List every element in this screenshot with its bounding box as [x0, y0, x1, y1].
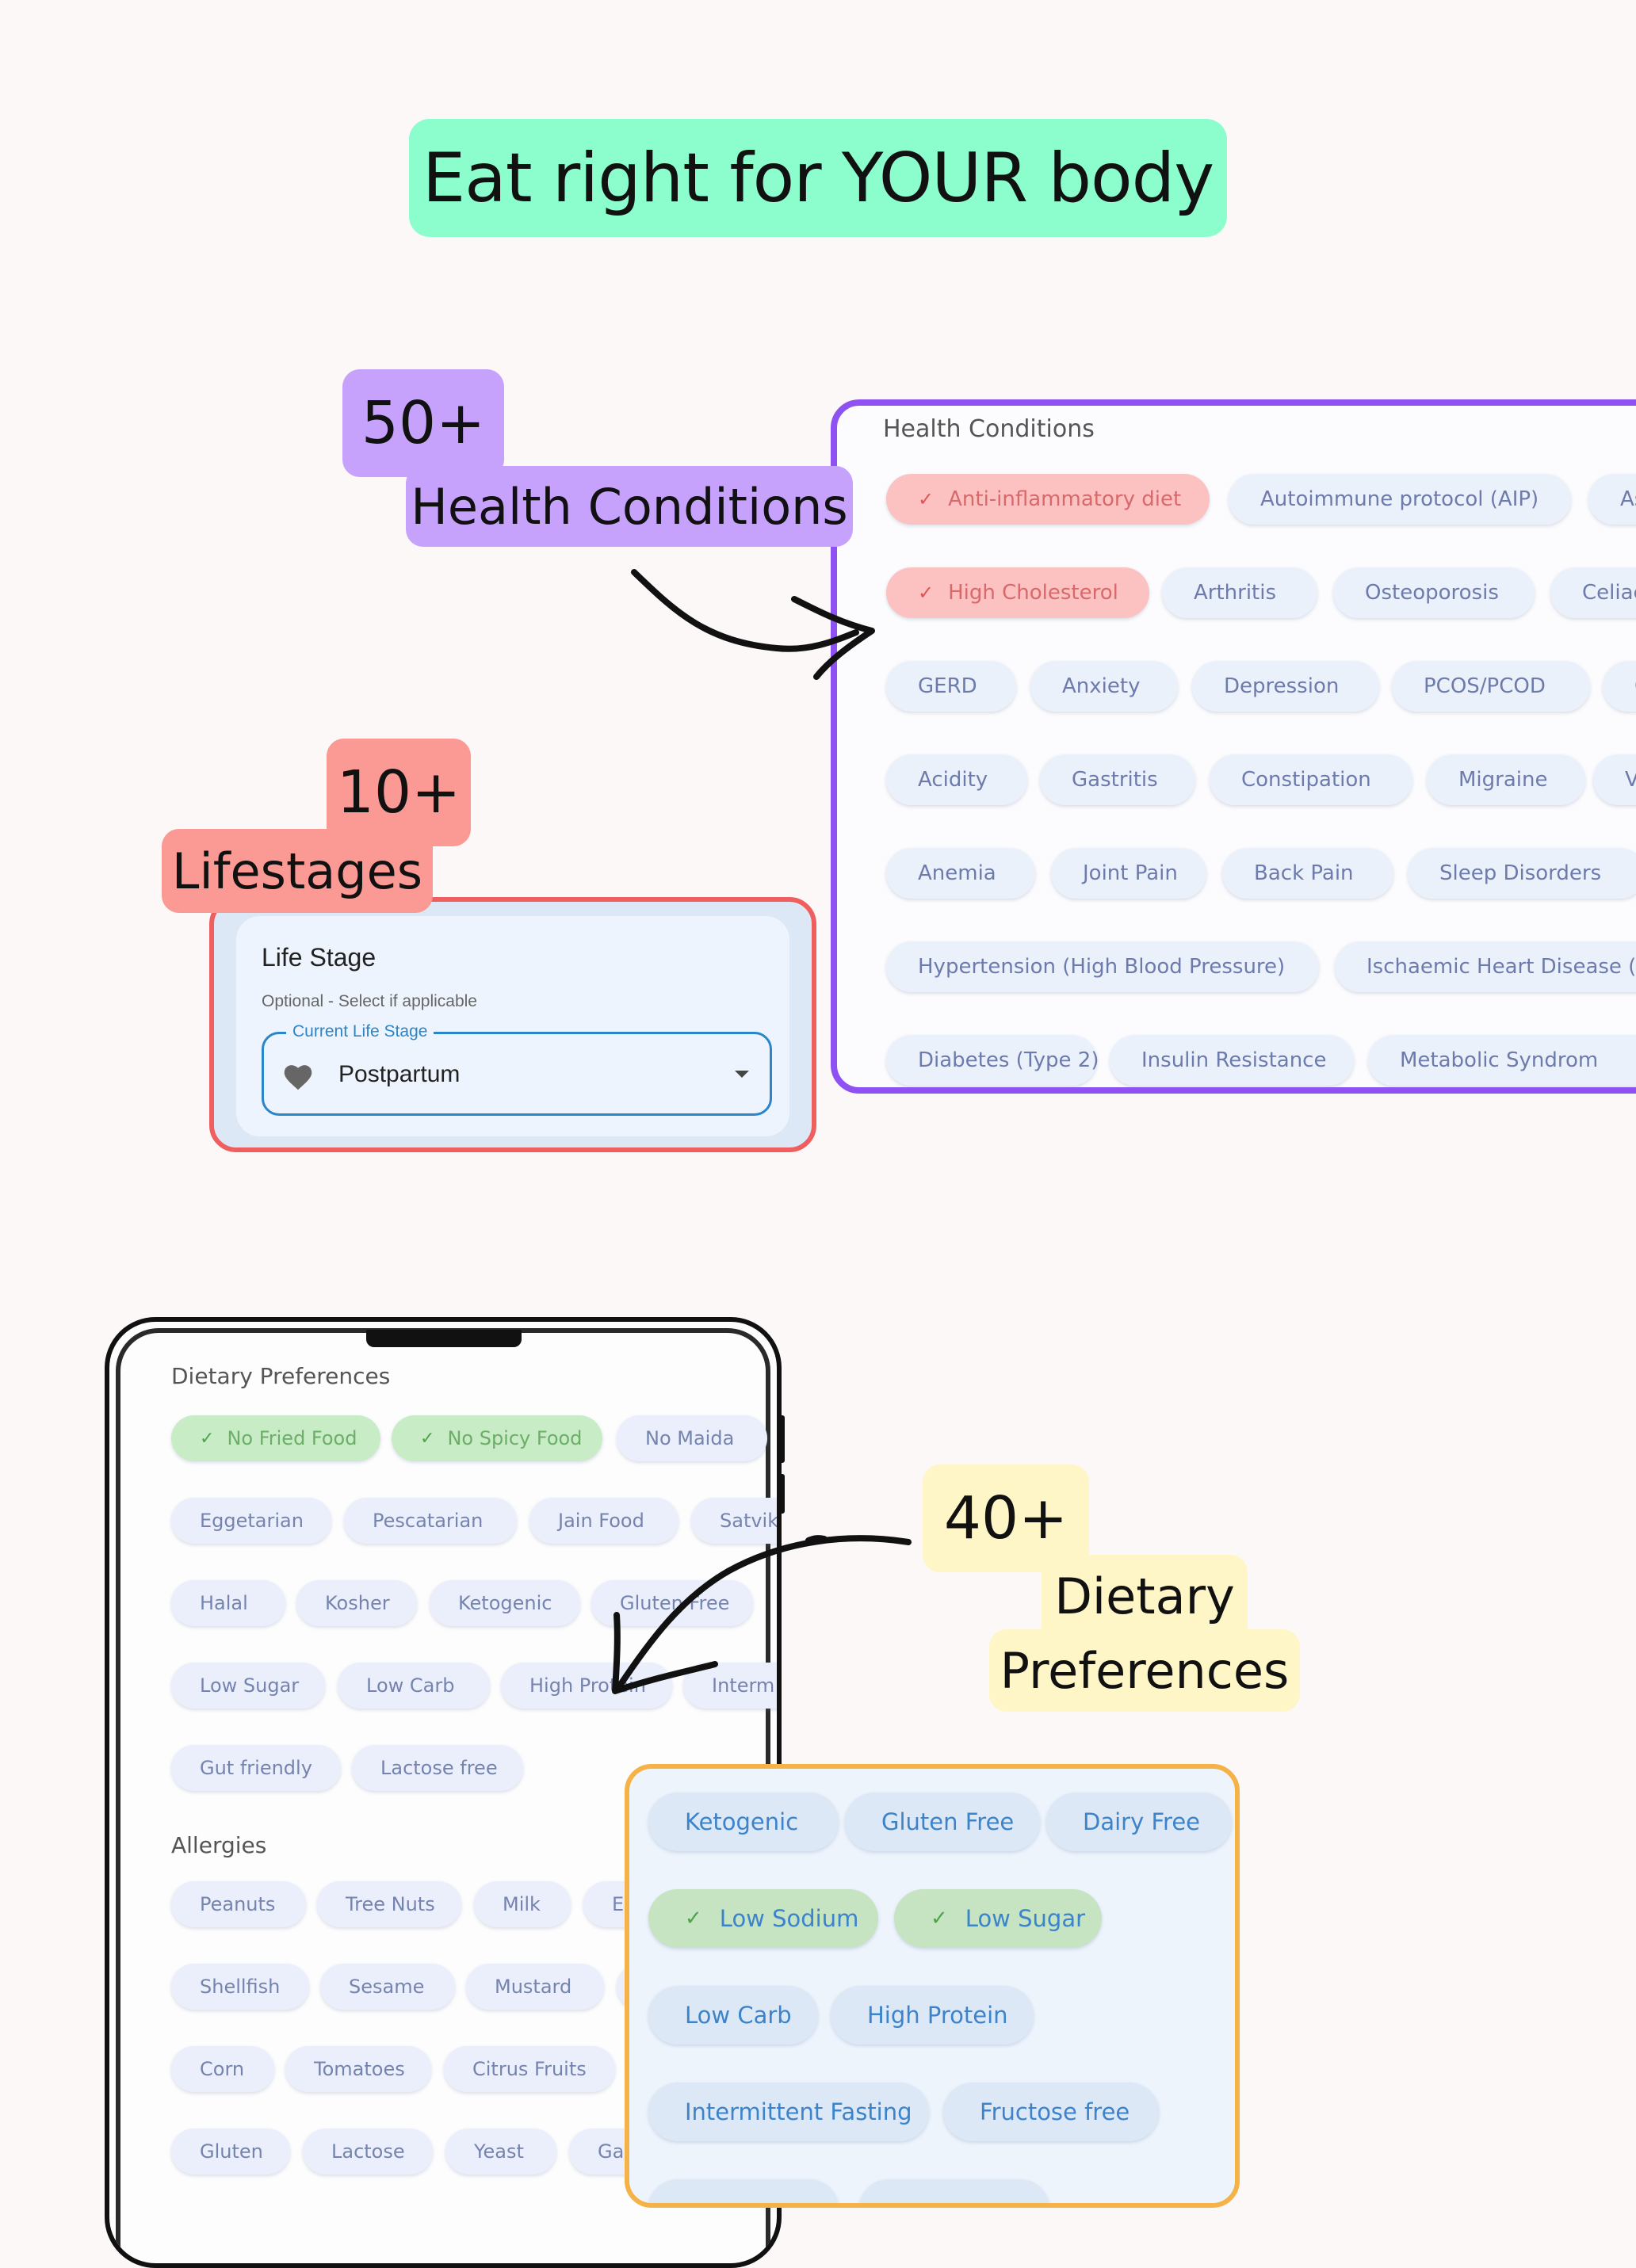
chip-card-partial: [859, 2179, 1049, 2203]
check-icon: ✓: [918, 582, 935, 604]
health-count-label: 50+: [342, 369, 504, 477]
chip-no-spicy-food[interactable]: ✓No Spicy Food: [392, 1415, 602, 1461]
chip-halal[interactable]: Halal: [171, 1580, 285, 1626]
chip-card-fructose-free[interactable]: Fructose free: [943, 2083, 1159, 2141]
heart-icon: [284, 1065, 312, 1090]
page-title: Eat right for YOUR body: [409, 119, 1227, 237]
check-icon: ✓: [685, 1907, 702, 1930]
chip-as[interactable]: As: [1588, 474, 1636, 525]
chip-gluten[interactable]: Gluten: [171, 2129, 290, 2174]
life-stage-title: Life Stage: [262, 943, 377, 972]
chip-depression[interactable]: Depression: [1192, 661, 1379, 712]
life-stage-field-label: Current Life Stage: [286, 1022, 434, 1041]
chip-citrus-fruits[interactable]: Citrus Fruits: [444, 2046, 615, 2092]
chip-satvik[interactable]: Satvik: [691, 1498, 777, 1544]
chip-peanuts[interactable]: Peanuts: [171, 1881, 306, 1927]
chip-lactose[interactable]: Lactose: [303, 2129, 433, 2174]
chip-ketogenic[interactable]: Ketogenic: [430, 1580, 580, 1626]
health-conditions-title: Health Conditions: [883, 415, 1095, 443]
chip-acidity[interactable]: Acidity: [886, 754, 1027, 805]
arrow-to-health-icon: [631, 569, 875, 680]
chip-card-low-carb[interactable]: Low Carb: [648, 1986, 818, 2045]
diet-text-label-1: Dietary: [1042, 1555, 1248, 1637]
chip-card-ketogenic[interactable]: Ketogenic: [648, 1793, 839, 1851]
chip-gerd[interactable]: GERD: [886, 661, 1016, 712]
chip-pcos[interactable]: PCOS/PCOD: [1392, 661, 1590, 712]
check-icon: ✓: [931, 1907, 948, 1930]
chip-kosher[interactable]: Kosher: [296, 1580, 417, 1626]
life-stage-card: Life Stage Optional - Select if applicab…: [236, 916, 789, 1136]
chip-yeast[interactable]: Yeast: [445, 2129, 556, 2174]
chip-anti-inflammatory[interactable]: ✓Anti-inflammatory diet: [886, 474, 1210, 525]
chip-low-sugar[interactable]: Low Sugar: [171, 1663, 325, 1709]
chip-card-dairy-free[interactable]: Dairy Free: [1046, 1793, 1232, 1851]
chip-eggetarian[interactable]: Eggetarian: [171, 1498, 331, 1544]
chip-pescatarian[interactable]: Pescatarian: [344, 1498, 517, 1544]
chip-no-fried-food[interactable]: ✓No Fried Food: [171, 1415, 380, 1461]
chip-v[interactable]: V: [1593, 754, 1636, 805]
phone-notch: [366, 1330, 522, 1347]
phone-side-button: [778, 1415, 785, 1463]
chip-high-cholesterol[interactable]: ✓High Cholesterol: [886, 567, 1149, 618]
chip-card-partial: [648, 2179, 839, 2203]
chip-c[interactable]: C: [1603, 661, 1636, 712]
chip-low-carb[interactable]: Low Carb: [338, 1663, 490, 1709]
chip-diabetes[interactable]: Diabetes (Type 2): [886, 1035, 1099, 1086]
allergies-title: Allergies: [171, 1832, 267, 1858]
arrow-to-phone-icon: [612, 1535, 912, 1694]
chip-migraine[interactable]: Migraine: [1427, 754, 1585, 805]
chip-tomatoes[interactable]: Tomatoes: [285, 2046, 431, 2092]
diet-text-label-2: Preferences: [989, 1629, 1300, 1712]
life-count-label: 10+: [327, 739, 471, 846]
life-stage-value: Postpartum: [338, 1061, 461, 1087]
chip-osteoporosis[interactable]: Osteoporosis: [1333, 567, 1535, 618]
check-icon: ✓: [918, 488, 935, 510]
chip-no-maida[interactable]: No Maida: [617, 1415, 767, 1461]
chip-card-gluten-free[interactable]: Gluten Free: [845, 1793, 1040, 1851]
life-stage-select[interactable]: Current Life Stage Postpartum: [262, 1022, 772, 1116]
chip-gut-friendly[interactable]: Gut friendly: [171, 1745, 341, 1791]
chevron-down-icon: [735, 1071, 749, 1078]
dietary-preferences-title: Dietary Preferences: [171, 1363, 391, 1389]
chip-card-high-protein[interactable]: High Protein: [831, 1986, 1034, 2045]
chip-mustard[interactable]: Mustard: [466, 1964, 604, 2010]
chip-tree-nuts[interactable]: Tree Nuts: [317, 1881, 461, 1927]
chip-ischaemic[interactable]: Ischaemic Heart Disease (IH: [1335, 941, 1636, 992]
chip-gastritis[interactable]: Gastritis: [1040, 754, 1195, 805]
life-stage-panel: Life Stage Optional - Select if applicab…: [209, 897, 816, 1152]
chip-constipation[interactable]: Constipation: [1210, 754, 1412, 805]
chip-back-pain[interactable]: Back Pain: [1222, 848, 1393, 899]
chip-anxiety[interactable]: Anxiety: [1030, 661, 1178, 712]
chip-joint-pain[interactable]: Joint Pain: [1051, 848, 1206, 899]
chip-corn[interactable]: Corn: [171, 2046, 274, 2092]
life-stage-subtitle: Optional - Select if applicable: [262, 992, 477, 1010]
chip-milk[interactable]: Milk: [474, 1881, 571, 1927]
chip-anemia[interactable]: Anemia: [886, 848, 1035, 899]
phone-side-button: [778, 1474, 785, 1514]
chip-celiac[interactable]: Celiac: [1550, 567, 1636, 618]
check-icon: ✓: [200, 1428, 215, 1449]
chip-hypertension[interactable]: Hypertension (High Blood Pressure): [886, 941, 1319, 992]
chip-shellfish[interactable]: Shellfish: [171, 1964, 309, 2010]
health-conditions-panel: Health Conditions ✓Anti-inflammatory die…: [831, 399, 1636, 1094]
chip-aip[interactable]: Autoimmune protocol (AIP): [1229, 474, 1571, 525]
chip-lactose-free[interactable]: Lactose free: [352, 1745, 523, 1791]
chip-card-low-sodium[interactable]: ✓Low Sodium: [648, 1889, 878, 1948]
health-text-label: Health Conditions: [406, 466, 853, 547]
diet-count-label: 40+: [923, 1464, 1089, 1572]
dietary-card: Ketogenic Gluten Free Dairy Free ✓Low So…: [625, 1764, 1240, 2208]
chip-arthritis[interactable]: Arthritis: [1162, 567, 1317, 618]
life-text-label: Lifestages: [162, 829, 433, 913]
chip-sesame[interactable]: Sesame: [320, 1964, 455, 2010]
chip-metabolic[interactable]: Metabolic Syndrom: [1368, 1035, 1636, 1086]
chip-card-intermittent-fasting[interactable]: Intermittent Fasting: [648, 2083, 929, 2141]
chip-sleep-disorders[interactable]: Sleep Disorders: [1408, 848, 1636, 899]
chip-insulin[interactable]: Insulin Resistance: [1110, 1035, 1354, 1086]
check-icon: ✓: [420, 1428, 435, 1449]
chip-jain-food[interactable]: Jain Food: [529, 1498, 678, 1544]
chip-card-low-sugar[interactable]: ✓Low Sugar: [894, 1889, 1102, 1948]
